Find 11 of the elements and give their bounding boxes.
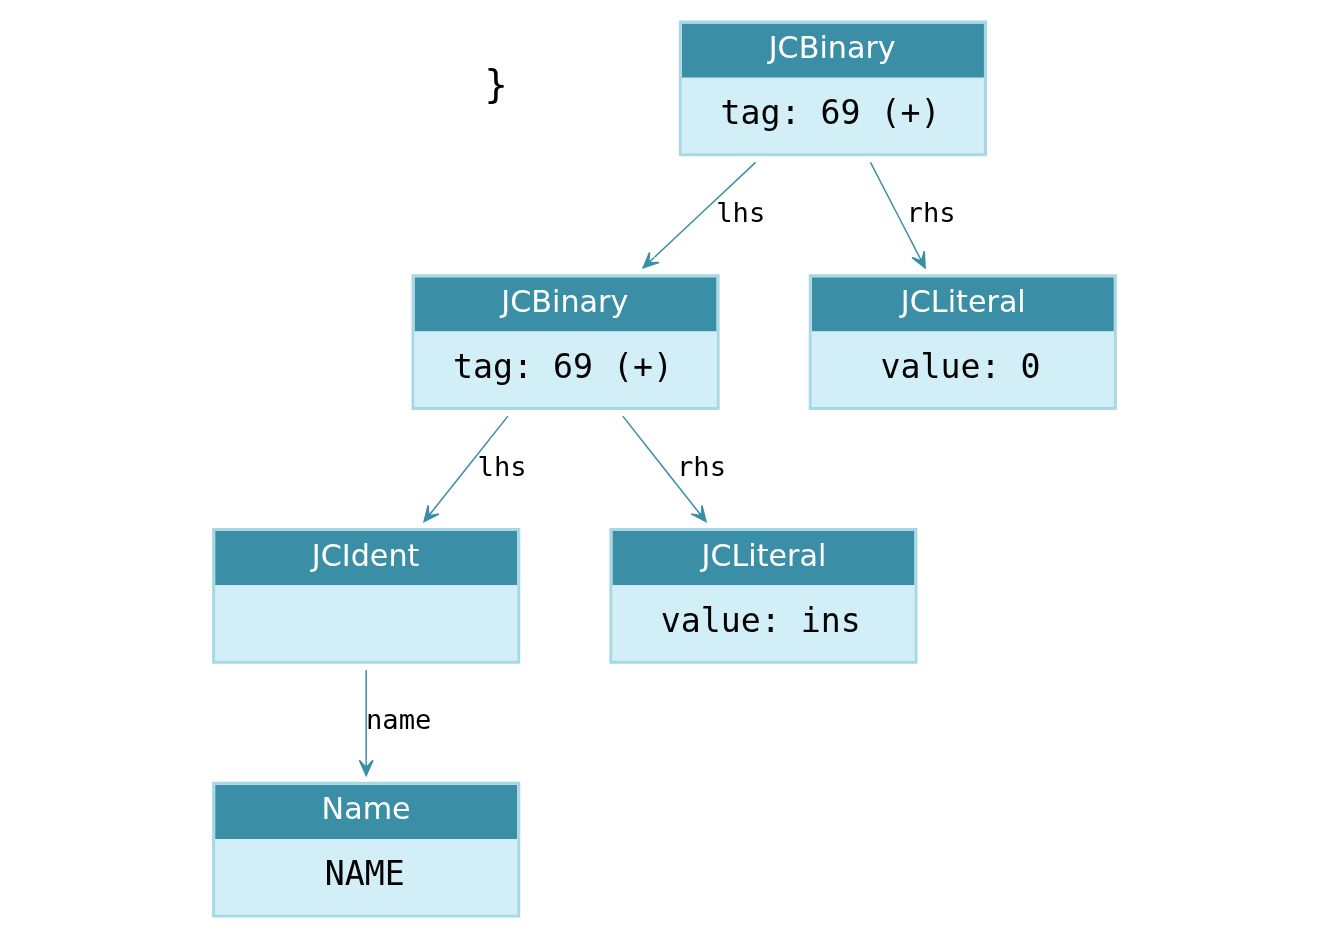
arrow: [621, 415, 707, 523]
edge-label: lhs: [715, 196, 765, 228]
arrow: [869, 161, 926, 269]
label: }: [483, 61, 508, 107]
arrow: [358, 669, 374, 777]
edge-label: name: [365, 704, 431, 736]
arrow: [641, 161, 756, 269]
arrow: [422, 415, 509, 523]
edge-label: rhs: [676, 450, 726, 482]
edge-label: rhs: [906, 196, 956, 228]
edge-label: lhs: [477, 450, 527, 482]
